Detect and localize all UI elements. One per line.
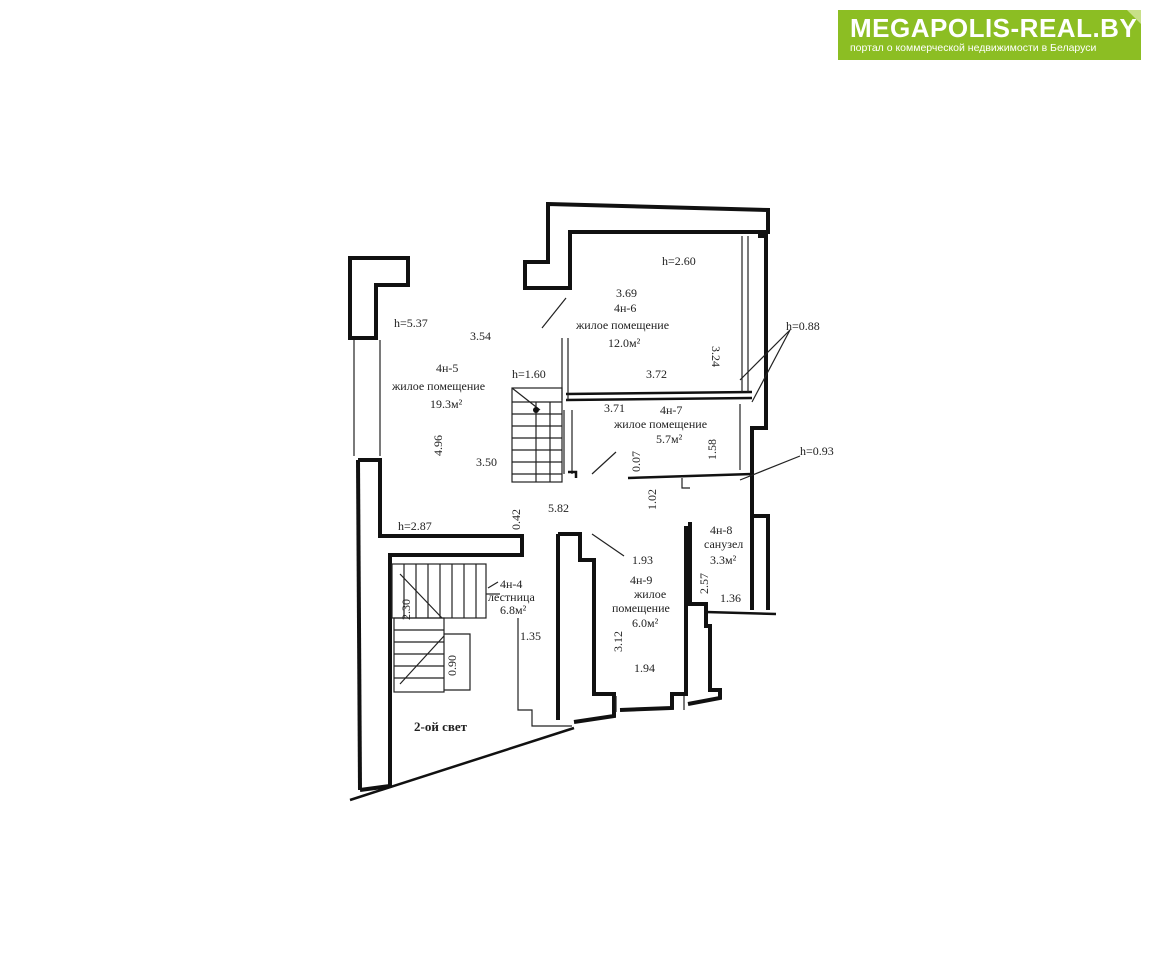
dim-371: 3.71	[604, 401, 625, 415]
dim-496: 4.96	[431, 435, 445, 456]
dim-102: 1.02	[645, 489, 659, 510]
room9-area: 6.0м²	[632, 616, 659, 630]
room9-name1: жилое	[633, 587, 666, 601]
room7-name: жилое помещение	[613, 417, 707, 431]
dim-158: 1.58	[705, 439, 719, 460]
logo-tagline: портал о коммерческой недвижимости в Бел…	[850, 42, 1097, 54]
height-label-088: h=0.88	[786, 319, 820, 333]
dim-230: 2.30	[399, 599, 413, 620]
site-logo[interactable]: MEGAPOLIS-REAL.BY портал о коммерческой …	[838, 10, 1141, 60]
dim-136: 1.36	[720, 591, 741, 605]
height-label-537: h=5.37	[394, 316, 428, 330]
room5-name: жилое помещение	[391, 379, 485, 393]
room5-area: 19.3м²	[430, 397, 463, 411]
outer-walls	[348, 201, 777, 802]
room9-name2: помещение	[612, 601, 670, 615]
dim-312: 3.12	[611, 631, 625, 652]
dim-193: 1.93	[632, 553, 653, 567]
dim-324: 3.24	[709, 346, 723, 367]
second-light-label: 2-ой свет	[414, 719, 468, 734]
dim-369: 3.69	[616, 286, 637, 300]
lower-staircase	[391, 563, 500, 693]
dim-354: 3.54	[470, 329, 491, 343]
dim-582: 5.82	[548, 501, 569, 515]
room7-code: 4н-7	[660, 403, 682, 417]
room8-code: 4н-8	[710, 523, 732, 537]
room4-code: 4н-4	[500, 577, 522, 591]
height-label-287: h=2.87	[398, 519, 432, 533]
logo-brand: MEGAPOLIS-REAL.BY	[850, 13, 1138, 43]
room8-area: 3.3м²	[710, 553, 737, 567]
inner-walls	[353, 236, 753, 712]
room6-code: 4н-6	[614, 301, 636, 315]
dim-090: 0.90	[445, 655, 459, 676]
room9-code: 4н-9	[630, 573, 652, 587]
room5-code: 4н-5	[436, 361, 458, 375]
dim-194: 1.94	[634, 661, 655, 675]
dim-042: 0.42	[509, 509, 523, 530]
dim-257: 2.57	[697, 573, 711, 594]
upper-staircase	[511, 387, 563, 483]
leader-lines	[487, 297, 801, 589]
room8-name: санузел	[704, 537, 743, 551]
dim-135: 1.35	[520, 629, 541, 643]
height-label-260: h=2.60	[662, 254, 696, 268]
room6-name: жилое помещение	[575, 318, 669, 332]
room4-area: 6.8м²	[500, 603, 527, 617]
dim-372: 3.72	[646, 367, 667, 381]
room7-area: 5.7м²	[656, 432, 683, 446]
dim-007: 0.07	[629, 451, 643, 472]
logo-corner-fold	[1127, 10, 1141, 24]
height-label-093: h=0.93	[800, 444, 834, 458]
dim-350: 3.50	[476, 455, 497, 469]
room6-area: 12.0м²	[608, 336, 641, 350]
room4-name: лестница	[488, 590, 535, 604]
height-label-160: h=1.60	[512, 367, 546, 381]
